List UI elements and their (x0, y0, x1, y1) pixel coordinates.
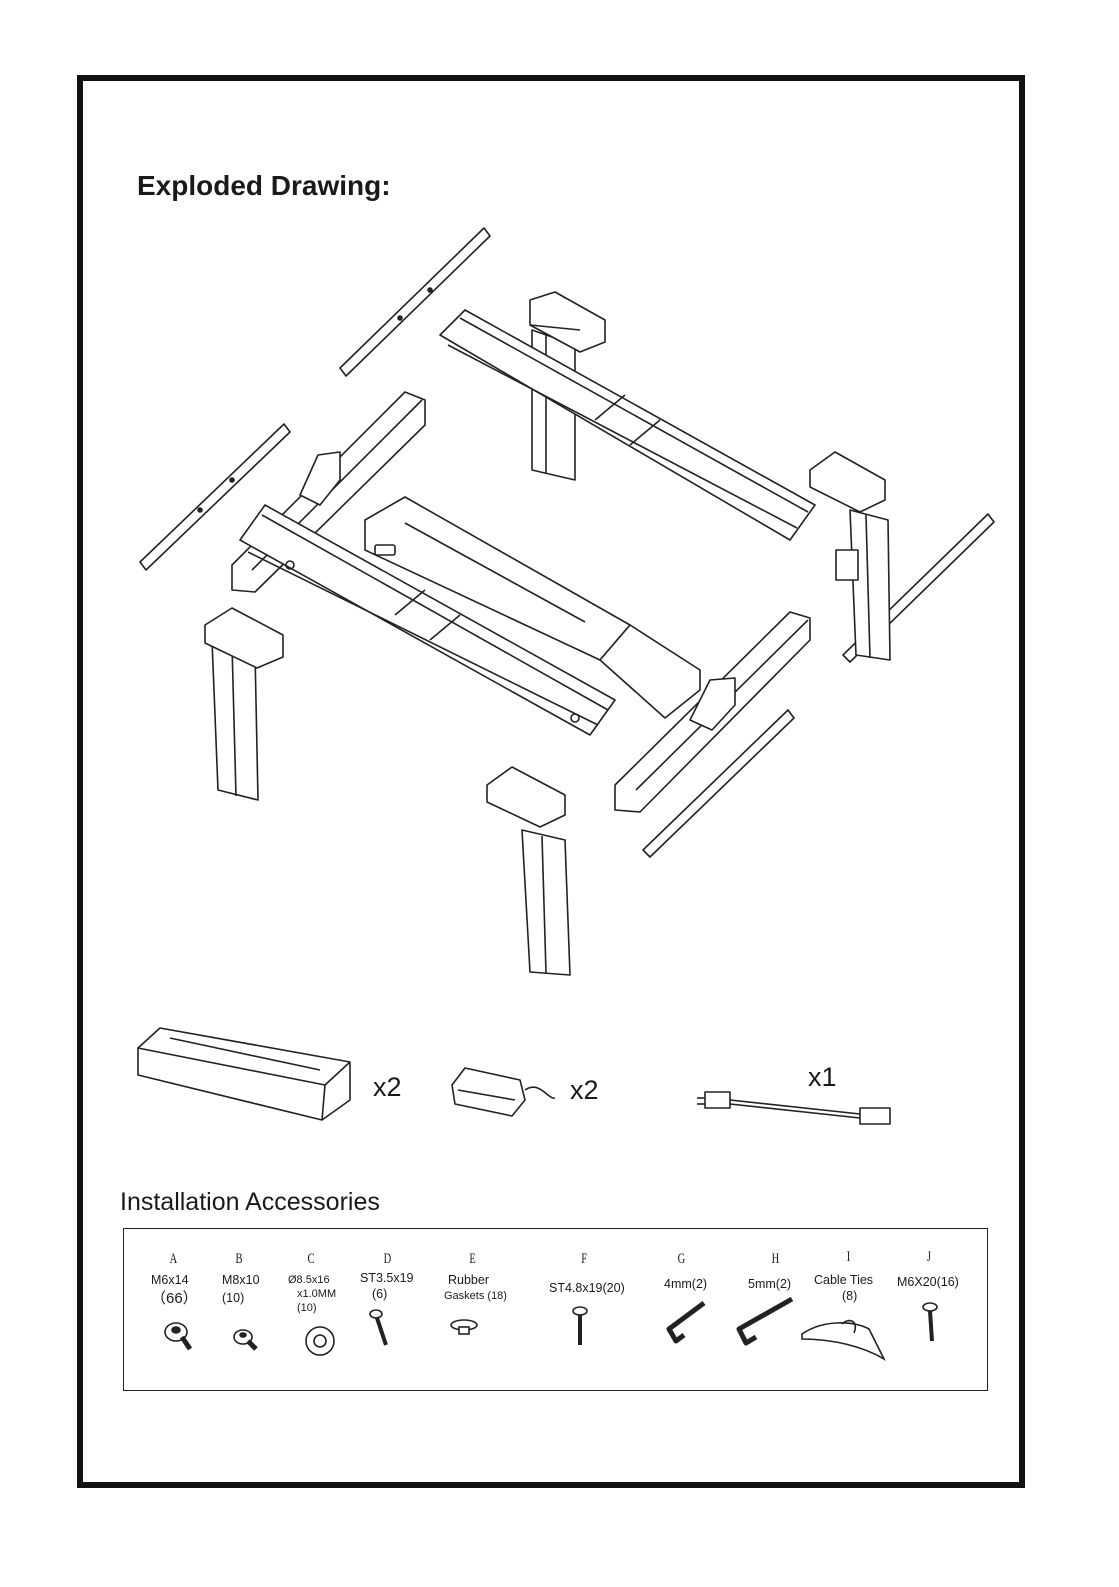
bracket-qty: x2 (570, 1075, 599, 1106)
cable-tie-icon (802, 1321, 884, 1359)
power-cable-drawing (697, 1092, 890, 1124)
accessories-title: Installation Accessories (120, 1188, 380, 1217)
bracket-drawing (452, 1068, 555, 1116)
screw-f-icon (573, 1307, 587, 1345)
control-box-drawing (138, 1028, 350, 1120)
hex-key-4mm-icon (669, 1303, 704, 1341)
accessories-box: A M6x14 （66） B M8x10 (10) C Ø8.5x16 x1.0… (123, 1228, 988, 1391)
power-cable-qty: x1 (808, 1062, 837, 1093)
gasket-icon (451, 1320, 477, 1334)
screw-j-icon (923, 1303, 937, 1341)
washer-icon (306, 1327, 334, 1355)
hex-key-5mm-icon (739, 1299, 792, 1343)
bolt-b-icon (234, 1330, 256, 1349)
control-box-qty: x2 (373, 1072, 402, 1103)
bolt-a-icon (165, 1323, 190, 1349)
screw-d-icon (370, 1310, 386, 1345)
accessory-icons (124, 1229, 986, 1389)
